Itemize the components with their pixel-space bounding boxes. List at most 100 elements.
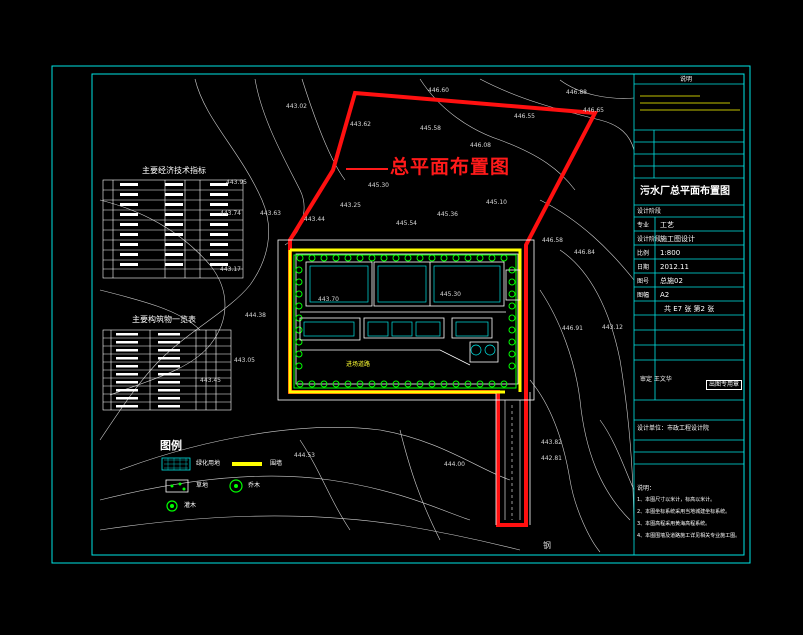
tree-symbol [296, 254, 304, 262]
plant-drawing-title: 污水厂总平面布置图 [640, 186, 730, 197]
tree-symbol [295, 302, 303, 310]
title-block-highlights [640, 95, 740, 111]
tree-symbol [428, 380, 436, 388]
tree-symbol [392, 380, 400, 388]
table-cell-mark [165, 243, 183, 246]
title-dash [346, 168, 388, 170]
title-block-frame [633, 73, 745, 556]
table-cell-marks [116, 183, 228, 408]
table-cell-mark [210, 243, 228, 246]
title-block-row-value: 工艺 [660, 221, 674, 229]
seal-stamp: 出图专用章 [706, 380, 743, 390]
contour-elevation-label: 445.30 [368, 182, 389, 189]
discipline-label: 设计阶段 [637, 208, 662, 215]
tree-symbol [452, 254, 460, 262]
table-cell-mark [210, 183, 228, 186]
table-cell-mark [116, 389, 138, 392]
tree-symbol [295, 350, 303, 358]
contour-elevation-label: 446.65 [583, 107, 604, 114]
green-belt-inner [293, 254, 517, 389]
contour-elevation-label: 443.74 [220, 210, 241, 217]
legend-greening: 绿化用地 [196, 460, 221, 467]
tree-symbol [295, 326, 303, 334]
contour-lines [99, 78, 635, 553]
site-boundary [288, 90, 599, 527]
contour-elevation-label: 444.53 [294, 452, 315, 459]
contour-elevation-label: 443.02 [286, 103, 307, 110]
tree-symbol [476, 380, 484, 388]
tree-symbol [488, 254, 496, 262]
title-block-row-value: 1:800 [660, 249, 681, 257]
tree-symbol [344, 380, 352, 388]
table-cell-mark [165, 183, 183, 186]
table-cell-mark [210, 263, 228, 266]
tree-symbol [500, 380, 508, 388]
title-block-row-label: 设计阶段 [637, 236, 662, 243]
tree-symbols [295, 254, 516, 388]
sheet-info: 共 E7 张 第2 张 [664, 305, 715, 313]
table-cell-mark [165, 233, 183, 236]
table-cell-mark [120, 193, 138, 196]
bottom-label: 钢 [543, 541, 551, 550]
tree-symbol [508, 278, 516, 286]
contour-elevation-label: 443.82 [541, 439, 562, 446]
note-line: 1、本图尺寸以米计，标高以米计。 [637, 497, 716, 503]
title-block-header: 说明 [680, 76, 693, 83]
table-cell-mark [165, 203, 183, 206]
legend-fence: 围墙 [270, 460, 283, 467]
table-cell-mark [158, 365, 180, 368]
tree-symbol [508, 290, 516, 298]
contour-elevation-label: 443.44 [304, 216, 325, 223]
contour-elevation-label: 446.60 [428, 87, 449, 94]
legend-shrub: 灌木 [184, 502, 197, 509]
legend-title: 图例 [160, 439, 182, 452]
note-line: 4、本图围墙及道路施工详见相关专业施工图。 [637, 533, 741, 539]
contour-elevation-label: 443.63 [260, 210, 281, 217]
table-cell-mark [116, 397, 138, 400]
tree-symbol [508, 350, 516, 358]
table-cell-mark [165, 253, 183, 256]
table-cell-mark [165, 193, 183, 196]
title-block-row-value: 总施02 [660, 277, 683, 285]
tree-symbol [368, 380, 376, 388]
struct-table-title: 主要构筑物一览表 [132, 315, 196, 324]
contour-elevation-label: 445.36 [437, 211, 458, 218]
tree-symbol [356, 380, 364, 388]
title-block-row-label: 比例 [637, 250, 650, 257]
contour-elevation-label: 443.45 [200, 377, 221, 384]
tree-symbol [508, 338, 516, 346]
contour-elevation-label: 446.08 [470, 142, 491, 149]
tree-symbol [464, 380, 472, 388]
contour-elevation-label: 442.81 [541, 455, 562, 462]
contour-elevation-label: 444.00 [444, 461, 465, 468]
contour-elevation-label: 446.55 [514, 113, 535, 120]
table-cell-mark [120, 253, 138, 256]
tree-symbol [380, 254, 388, 262]
tree-symbol [295, 266, 303, 274]
table-cell-mark [116, 333, 138, 336]
table-cell-mark [116, 349, 138, 352]
title-block-row-label: 日期 [637, 264, 650, 271]
contour-elevation-label: 445.58 [420, 125, 441, 132]
table-cell-mark [210, 223, 228, 226]
table-cell-mark [165, 263, 183, 266]
table-cell-mark [120, 243, 138, 246]
tree-symbol [508, 302, 516, 310]
contour-elevation-label: 443.62 [350, 121, 371, 128]
tree-symbol [295, 362, 303, 370]
contour-elevation-label: 443.25 [340, 202, 361, 209]
tree-symbol [295, 338, 303, 346]
note-line: 2、本图坐标系统采用当地城建坐标系统。 [637, 509, 731, 515]
table-cell-mark [158, 333, 180, 336]
tree-symbol [295, 290, 303, 298]
table-cell-mark [116, 381, 138, 384]
tech-table-title: 主要经济技术指标 [142, 166, 206, 175]
tree-symbol [332, 380, 340, 388]
tree-symbol [332, 254, 340, 262]
tree-symbol [356, 254, 364, 262]
table-cell-mark [116, 365, 138, 368]
contour-elevation-label: 443.70 [318, 296, 339, 303]
table-cell-mark [158, 341, 180, 344]
table-cell-mark [158, 405, 180, 408]
tree-symbol [416, 254, 424, 262]
